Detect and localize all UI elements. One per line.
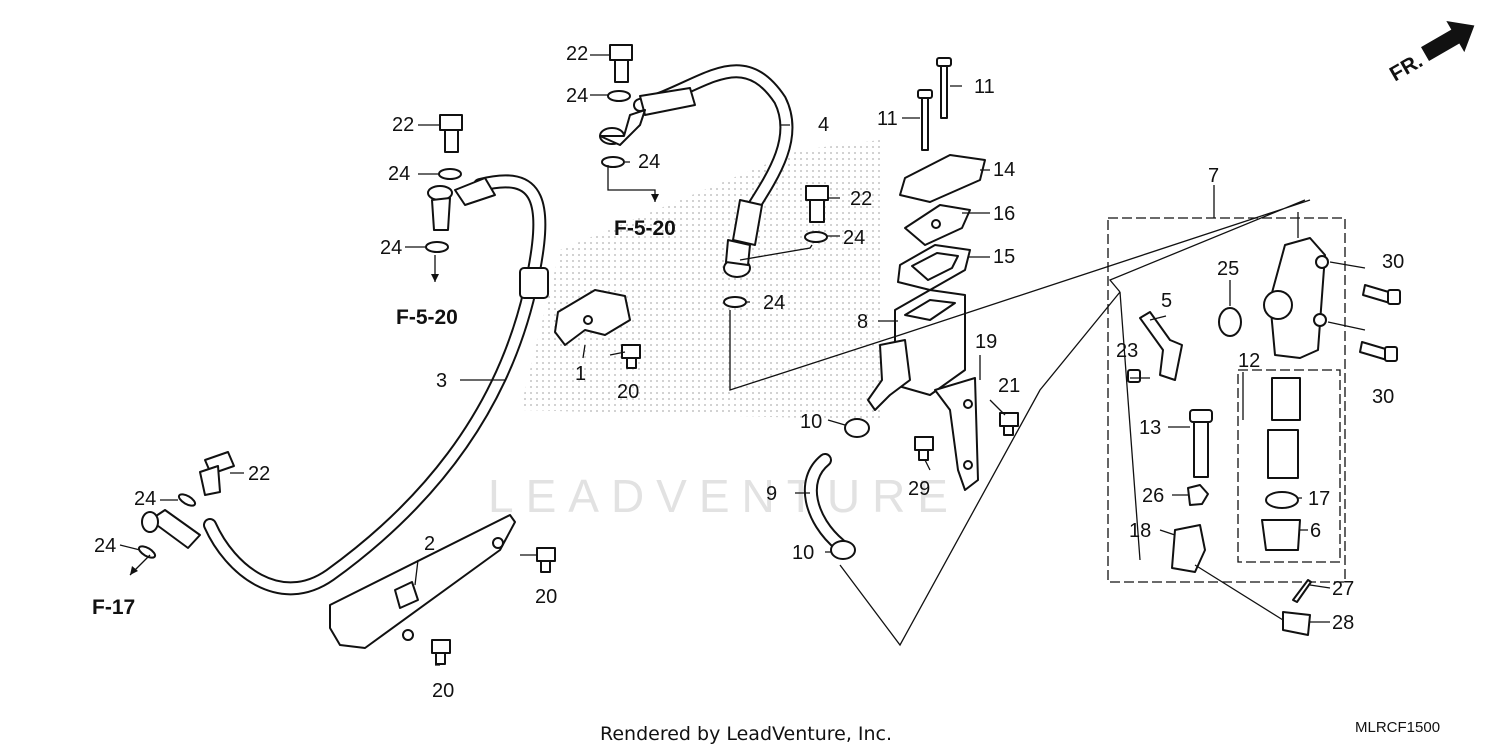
reference-f-17[interactable]: F-17 xyxy=(92,596,135,619)
part-29-bolt[interactable] xyxy=(914,436,934,461)
part-30-bolt[interactable] xyxy=(1359,341,1398,362)
callout-26: 26 xyxy=(1142,485,1164,507)
callout-20: 20 xyxy=(535,586,557,608)
part-20-bolt[interactable] xyxy=(621,344,641,369)
part-28-clip[interactable] xyxy=(1282,611,1311,636)
watermark-shading xyxy=(520,140,880,420)
front-direction-label: FR. xyxy=(1386,49,1427,86)
part-22-banjo-bolt[interactable] xyxy=(805,185,829,223)
arrow-icon xyxy=(431,274,439,282)
part-2-hose-guard[interactable] xyxy=(329,514,516,649)
callout-4: 4 xyxy=(818,114,829,136)
part-12-piston-set[interactable] xyxy=(1267,377,1301,479)
callout-14: 14 xyxy=(993,159,1015,181)
callout-19: 19 xyxy=(975,331,997,353)
front-direction-arrow: FR. xyxy=(1386,20,1475,86)
callout-30: 30 xyxy=(1372,386,1394,408)
callout-18: 18 xyxy=(1129,520,1151,542)
callout-11: 11 xyxy=(877,108,898,130)
reference-f-5-20[interactable]: F-5-20 xyxy=(396,306,458,329)
part-20-bolt[interactable] xyxy=(536,547,556,573)
part-6-boot[interactable] xyxy=(1261,519,1301,551)
callout-24: 24 xyxy=(94,535,116,557)
callout-24: 24 xyxy=(566,85,588,107)
callout-6: 6 xyxy=(1310,520,1321,542)
part-14-reservoir-cap[interactable] xyxy=(899,154,986,203)
part-20-bolt[interactable] xyxy=(431,639,451,665)
part-13-push-rod[interactable] xyxy=(1189,409,1213,478)
callout-24: 24 xyxy=(843,227,865,249)
part-23-screw[interactable] xyxy=(1127,369,1141,383)
callout-8: 8 xyxy=(857,311,868,333)
watermark-text: LEADVENTURE xyxy=(488,470,960,522)
callout-24: 24 xyxy=(638,151,660,173)
part-22-banjo-bolt[interactable] xyxy=(609,44,633,83)
part-30-bolt[interactable] xyxy=(1362,284,1401,305)
callout-22: 22 xyxy=(850,188,872,210)
callout-20: 20 xyxy=(617,381,639,403)
callout-29: 29 xyxy=(908,478,930,500)
arrow-icon xyxy=(651,194,659,202)
part-16-diaphragm-plate[interactable] xyxy=(904,204,971,246)
callout-16: 16 xyxy=(993,203,1015,225)
callout-1: 1 xyxy=(575,363,586,385)
callout-2: 2 xyxy=(424,533,435,555)
part-11-screw[interactable] xyxy=(936,57,952,119)
callout-25: 25 xyxy=(1217,258,1239,280)
part-15-diaphragm[interactable] xyxy=(897,244,971,291)
part-18-joint[interactable] xyxy=(1171,524,1206,573)
part-5-joint[interactable] xyxy=(1139,311,1183,381)
callout-27: 27 xyxy=(1332,578,1354,600)
callout-7: 7 xyxy=(1208,165,1219,187)
callout-21: 21 xyxy=(998,375,1020,397)
callout-24: 24 xyxy=(388,163,410,185)
callout-9: 9 xyxy=(766,483,777,505)
callout-15: 15 xyxy=(993,246,1015,268)
part-26-nut[interactable] xyxy=(1187,484,1209,506)
part-4-brake-hose[interactable] xyxy=(599,64,794,278)
callout-30: 30 xyxy=(1382,251,1404,273)
diagram-code: MLRCF1500 xyxy=(1355,719,1440,736)
callout-11: 11 xyxy=(974,76,995,98)
callout-3: 3 xyxy=(436,370,447,392)
callout-24: 24 xyxy=(134,488,156,510)
reference-f-5-20[interactable]: F-5-20 xyxy=(614,217,676,240)
part-17-circlip[interactable] xyxy=(1265,491,1299,509)
leader-lines xyxy=(119,54,1366,666)
arrow-icon xyxy=(130,566,138,575)
callout-20: 20 xyxy=(432,680,454,702)
callout-12: 12 xyxy=(1238,350,1260,372)
callout-28: 28 xyxy=(1332,612,1354,634)
part-11-screw[interactable] xyxy=(917,89,933,151)
callout-13: 13 xyxy=(1139,417,1161,439)
callout-24: 24 xyxy=(380,237,402,259)
callout-22: 22 xyxy=(248,463,270,485)
part-22-banjo-bolt[interactable] xyxy=(439,114,463,153)
callout-10: 10 xyxy=(800,411,822,433)
part-19-bracket[interactable] xyxy=(934,377,979,491)
callout-24: 24 xyxy=(763,292,785,314)
callout-22: 22 xyxy=(566,43,588,65)
callout-10: 10 xyxy=(792,542,814,564)
part-10-hose-clip[interactable] xyxy=(844,418,870,438)
callout-23: 23 xyxy=(1116,340,1138,362)
part-1-hose-clamp[interactable] xyxy=(554,289,631,346)
part-7-master-cylinder[interactable] xyxy=(1263,237,1329,359)
part-24-sealing-washer[interactable] xyxy=(137,90,828,560)
callout-22: 22 xyxy=(392,114,414,136)
part-9-reservoir-hose[interactable] xyxy=(803,453,847,552)
part-8-reservoir[interactable] xyxy=(867,289,966,411)
callout-5: 5 xyxy=(1161,290,1172,312)
part-25-o-ring[interactable] xyxy=(1218,307,1242,337)
part-22-banjo-bolt[interactable] xyxy=(199,451,235,496)
part-10-hose-clip[interactable] xyxy=(830,540,856,560)
part-27-cotter-pin[interactable] xyxy=(1292,579,1312,603)
footer-credit: Rendered by LeadVenture, Inc. xyxy=(600,723,892,745)
part-21-bolt[interactable] xyxy=(999,412,1019,436)
part-3-brake-hose[interactable] xyxy=(141,174,549,596)
part-7-master-cylinder-box xyxy=(1107,217,1346,583)
callout-17: 17 xyxy=(1308,488,1330,510)
